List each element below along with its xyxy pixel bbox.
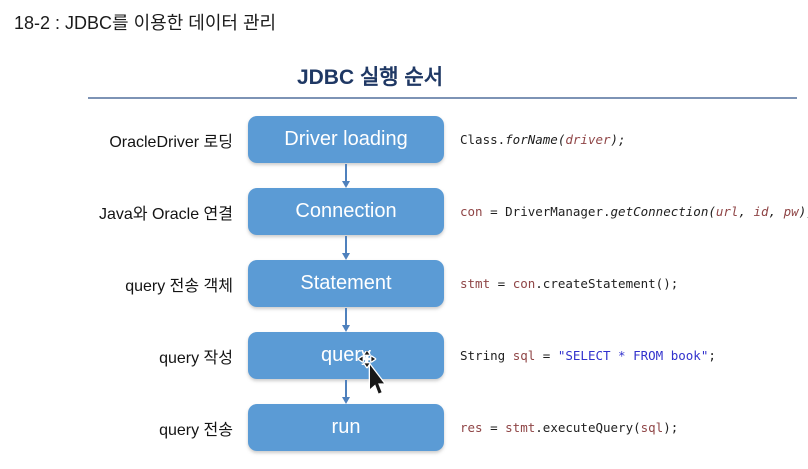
flow-row: Java와 Oracle 연결 Connection con = DriverM… <box>0 188 808 235</box>
code-token: con <box>512 276 536 291</box>
code-token: getConnection( <box>610 204 716 219</box>
code-token: .createStatement(); <box>535 276 679 291</box>
code-token: stmt <box>505 420 536 435</box>
code-token: ; <box>708 348 716 363</box>
code-token: "SELECT * FROM book" <box>557 348 709 363</box>
flow-arrow-down <box>342 380 350 404</box>
code-token: sql <box>512 348 536 363</box>
code-token: stmt <box>460 276 491 291</box>
code-token: con <box>460 204 483 219</box>
step-box[interactable]: Driver loading <box>248 116 444 163</box>
code-token: url <box>715 204 739 219</box>
heading-divider <box>88 97 797 99</box>
slide-title: 18-2 : JDBC를 이용한 데이터 관리 <box>14 13 277 33</box>
step-code: Class.forName(driver); <box>460 116 626 163</box>
step-box[interactable]: query <box>248 332 444 379</box>
step-box[interactable]: Connection <box>248 188 444 235</box>
code-token: res <box>460 420 483 435</box>
code-token: ); <box>610 132 626 147</box>
step-box-label: Connection <box>295 200 397 222</box>
section-heading: JDBC 실행 순서 <box>296 66 444 89</box>
step-box-label: run <box>331 416 361 438</box>
step-label: query 전송 객체 <box>125 277 233 295</box>
code-token: driver <box>565 132 611 147</box>
code-token: ); <box>798 204 808 219</box>
step-label: Java와 Oracle 연결 <box>99 205 233 223</box>
step-label: query 작성 <box>159 349 233 367</box>
code-token: = <box>482 420 506 435</box>
flow-arrow-down <box>342 308 350 332</box>
code-token: = <box>490 276 513 291</box>
flow-arrow-down <box>342 164 350 188</box>
code-token: ); <box>663 420 679 435</box>
flow-row: query 전송 run res = stmt.executeQuery(sql… <box>0 404 808 451</box>
flow-arrow-down <box>342 236 350 260</box>
step-box-label: query <box>320 344 372 366</box>
step-box[interactable]: Statement <box>248 260 444 307</box>
code-token: , <box>768 204 784 219</box>
step-box-label: Statement <box>300 272 392 294</box>
flow-row: OracleDriver 로딩 Driver loading Class.for… <box>0 116 808 163</box>
code-token: id <box>753 204 769 219</box>
step-box-label: Driver loading <box>284 128 408 150</box>
flow-row: query 전송 객체 Statement stmt = con.createS… <box>0 260 808 307</box>
code-token: = <box>535 348 558 363</box>
code-token: Class. <box>460 132 506 147</box>
step-box[interactable]: run <box>248 404 444 451</box>
flow-row: query 작성 query String sql = "SELECT * FR… <box>0 332 808 379</box>
step-code: stmt = con.createStatement(); <box>460 260 678 307</box>
code-token: .executeQuery( <box>535 420 641 435</box>
code-token: forName( <box>505 132 566 147</box>
code-token: String <box>460 348 513 363</box>
step-code: String sql = "SELECT * FROM book"; <box>460 332 716 379</box>
code-token: = DriverManager. <box>482 204 611 219</box>
step-code: res = stmt.executeQuery(sql); <box>460 404 678 451</box>
code-token: pw <box>783 204 799 219</box>
step-label: OracleDriver 로딩 <box>109 133 233 151</box>
code-token: sql <box>640 420 664 435</box>
code-token: , <box>738 204 754 219</box>
step-label: query 전송 <box>159 421 233 439</box>
step-code: con = DriverManager.getConnection(url, i… <box>460 188 808 235</box>
